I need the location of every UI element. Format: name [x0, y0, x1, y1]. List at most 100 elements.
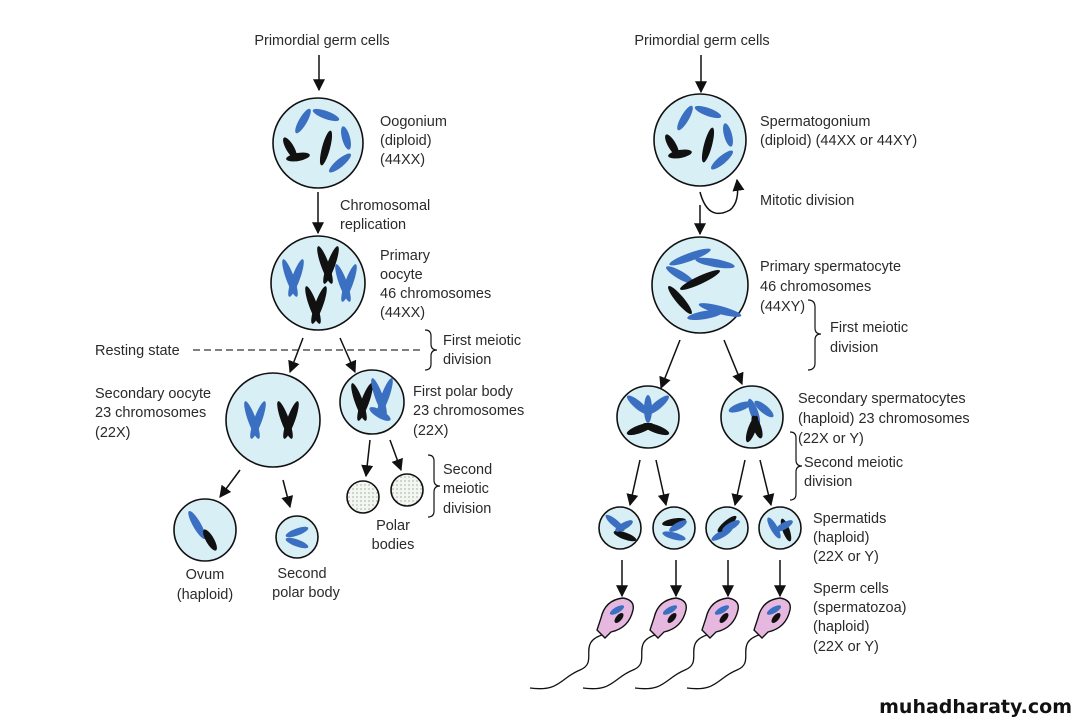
arrow — [339, 337, 357, 374]
oogonium-ploidy: (diploid) — [380, 133, 432, 149]
polar-bodies-label-2: bodies — [372, 537, 415, 553]
arrow — [361, 439, 374, 478]
chromosome — [644, 395, 652, 423]
chromosome — [369, 407, 391, 421]
primary-oocyte-karyotype: (44XX) — [380, 305, 425, 321]
arrow — [659, 339, 681, 390]
first-polar-body-label: First polar body — [413, 384, 514, 400]
chromosome — [775, 520, 793, 532]
chromosome — [754, 400, 774, 418]
secondary-oocyte-label: Secondary oocyte — [95, 386, 211, 402]
secondary-oocyte-count: 23 chromosomes — [95, 405, 206, 421]
arrow — [655, 459, 670, 507]
bracket — [789, 431, 803, 501]
first-meiotic-label-2: division — [443, 352, 491, 368]
chromosome — [646, 395, 670, 415]
chromosome — [615, 520, 633, 532]
male-source-label: Primordial germ cells — [634, 33, 769, 49]
second-polar-body-cell — [275, 515, 319, 559]
chromosome — [288, 259, 304, 297]
chromosome — [766, 605, 782, 615]
chromosome — [662, 605, 678, 615]
chromosome — [283, 137, 297, 159]
second-meiotic-label: Second — [443, 462, 492, 478]
primary-oocyte-cell — [270, 235, 366, 331]
chromosome — [311, 286, 327, 324]
bracket — [427, 454, 441, 518]
sperm-ploidy: (haploid) — [813, 619, 869, 635]
spermatogonium-karyotype: (diploid) (44XX or 44XY) — [760, 133, 917, 149]
chromosome — [701, 127, 715, 163]
primary-oocyte-label: Primary — [380, 248, 431, 264]
arrow — [219, 469, 241, 498]
sperm-karyotype: (22X or Y) — [813, 639, 879, 655]
chromosome — [719, 613, 729, 623]
chromosome — [609, 605, 625, 615]
chromosome — [357, 383, 373, 421]
arrow — [281, 479, 294, 509]
primary-oocyte-count: 46 chromosomes — [380, 286, 491, 302]
chromosome — [669, 248, 711, 266]
sperm-head — [596, 597, 634, 639]
chromosome — [668, 285, 692, 315]
chromosome — [717, 515, 737, 533]
first-meiotic-label: First meiotic — [830, 320, 908, 336]
arrow — [723, 339, 744, 386]
chromosome — [328, 153, 352, 173]
chromosome — [714, 605, 730, 615]
sperm-label-2: (spermatozoa) — [813, 600, 906, 616]
replication-label: Chromosomal — [340, 198, 430, 214]
second-polar-body-label: Second — [277, 566, 326, 582]
chromosome — [614, 613, 624, 623]
chromosome — [377, 378, 393, 416]
chromosome — [250, 401, 266, 439]
watermark-logo: muhadharaty.com — [879, 696, 1072, 718]
oogonium-karyotype: (44XX) — [380, 152, 425, 168]
arrow — [759, 459, 775, 507]
first-polar-body-count: 23 chromosomes — [413, 403, 524, 419]
first-meiotic-label: First meiotic — [443, 333, 521, 349]
arrow — [731, 459, 746, 507]
chromosome — [285, 526, 309, 538]
secondary-oocyte-cell — [225, 372, 321, 468]
replication-label-2: replication — [340, 217, 406, 233]
mitotic-division-label: Mitotic division — [760, 193, 854, 209]
polar-body-cell — [390, 473, 424, 507]
chromosome — [679, 270, 721, 290]
first-polar-body-karyotype: (22X) — [413, 423, 448, 439]
chromosome — [319, 130, 333, 166]
spermatids-label: Spermatids — [813, 511, 886, 527]
arrow — [288, 337, 304, 374]
ovum-label: Ovum — [186, 567, 225, 583]
secondary-oocyte-karyotype: (22X) — [95, 425, 130, 441]
primary-oocyte-label-2: oocyte — [380, 267, 423, 283]
chromosome — [312, 108, 340, 122]
chromosome — [669, 520, 687, 532]
second-polar-body-label-2: polar body — [272, 585, 340, 601]
chromosome — [698, 303, 742, 317]
chromosome — [667, 613, 677, 623]
sperm-head — [649, 597, 687, 639]
arrow — [389, 439, 403, 472]
spermatogonium-label: Spermatogonium — [760, 114, 870, 130]
polar-body-cell — [346, 480, 380, 514]
second-meiotic-label-2: meiotic — [443, 481, 489, 497]
sperm-tail — [686, 633, 763, 690]
bracket — [424, 329, 438, 371]
chromosome — [695, 257, 735, 269]
second-meiotic-label: Second meiotic — [804, 455, 903, 471]
chromosome — [203, 529, 217, 551]
spermatids-karyotype: (22X or Y) — [813, 549, 879, 565]
chromosome — [626, 395, 650, 415]
chromosome — [341, 126, 351, 150]
secondary-spermatocytes-label: Secondary spermatocytes — [798, 391, 966, 407]
chromosome — [767, 517, 781, 539]
first-meiotic-label-2: division — [830, 340, 878, 356]
chromosome — [286, 152, 310, 162]
primary-spermatocyte-count: 46 chromosomes — [760, 279, 871, 295]
chromosome — [677, 105, 693, 131]
female-source-label: Primordial germ cells — [254, 33, 389, 49]
chromosome — [751, 415, 763, 439]
chromosome — [642, 422, 670, 436]
ovum-ploidy: (haploid) — [177, 587, 233, 603]
